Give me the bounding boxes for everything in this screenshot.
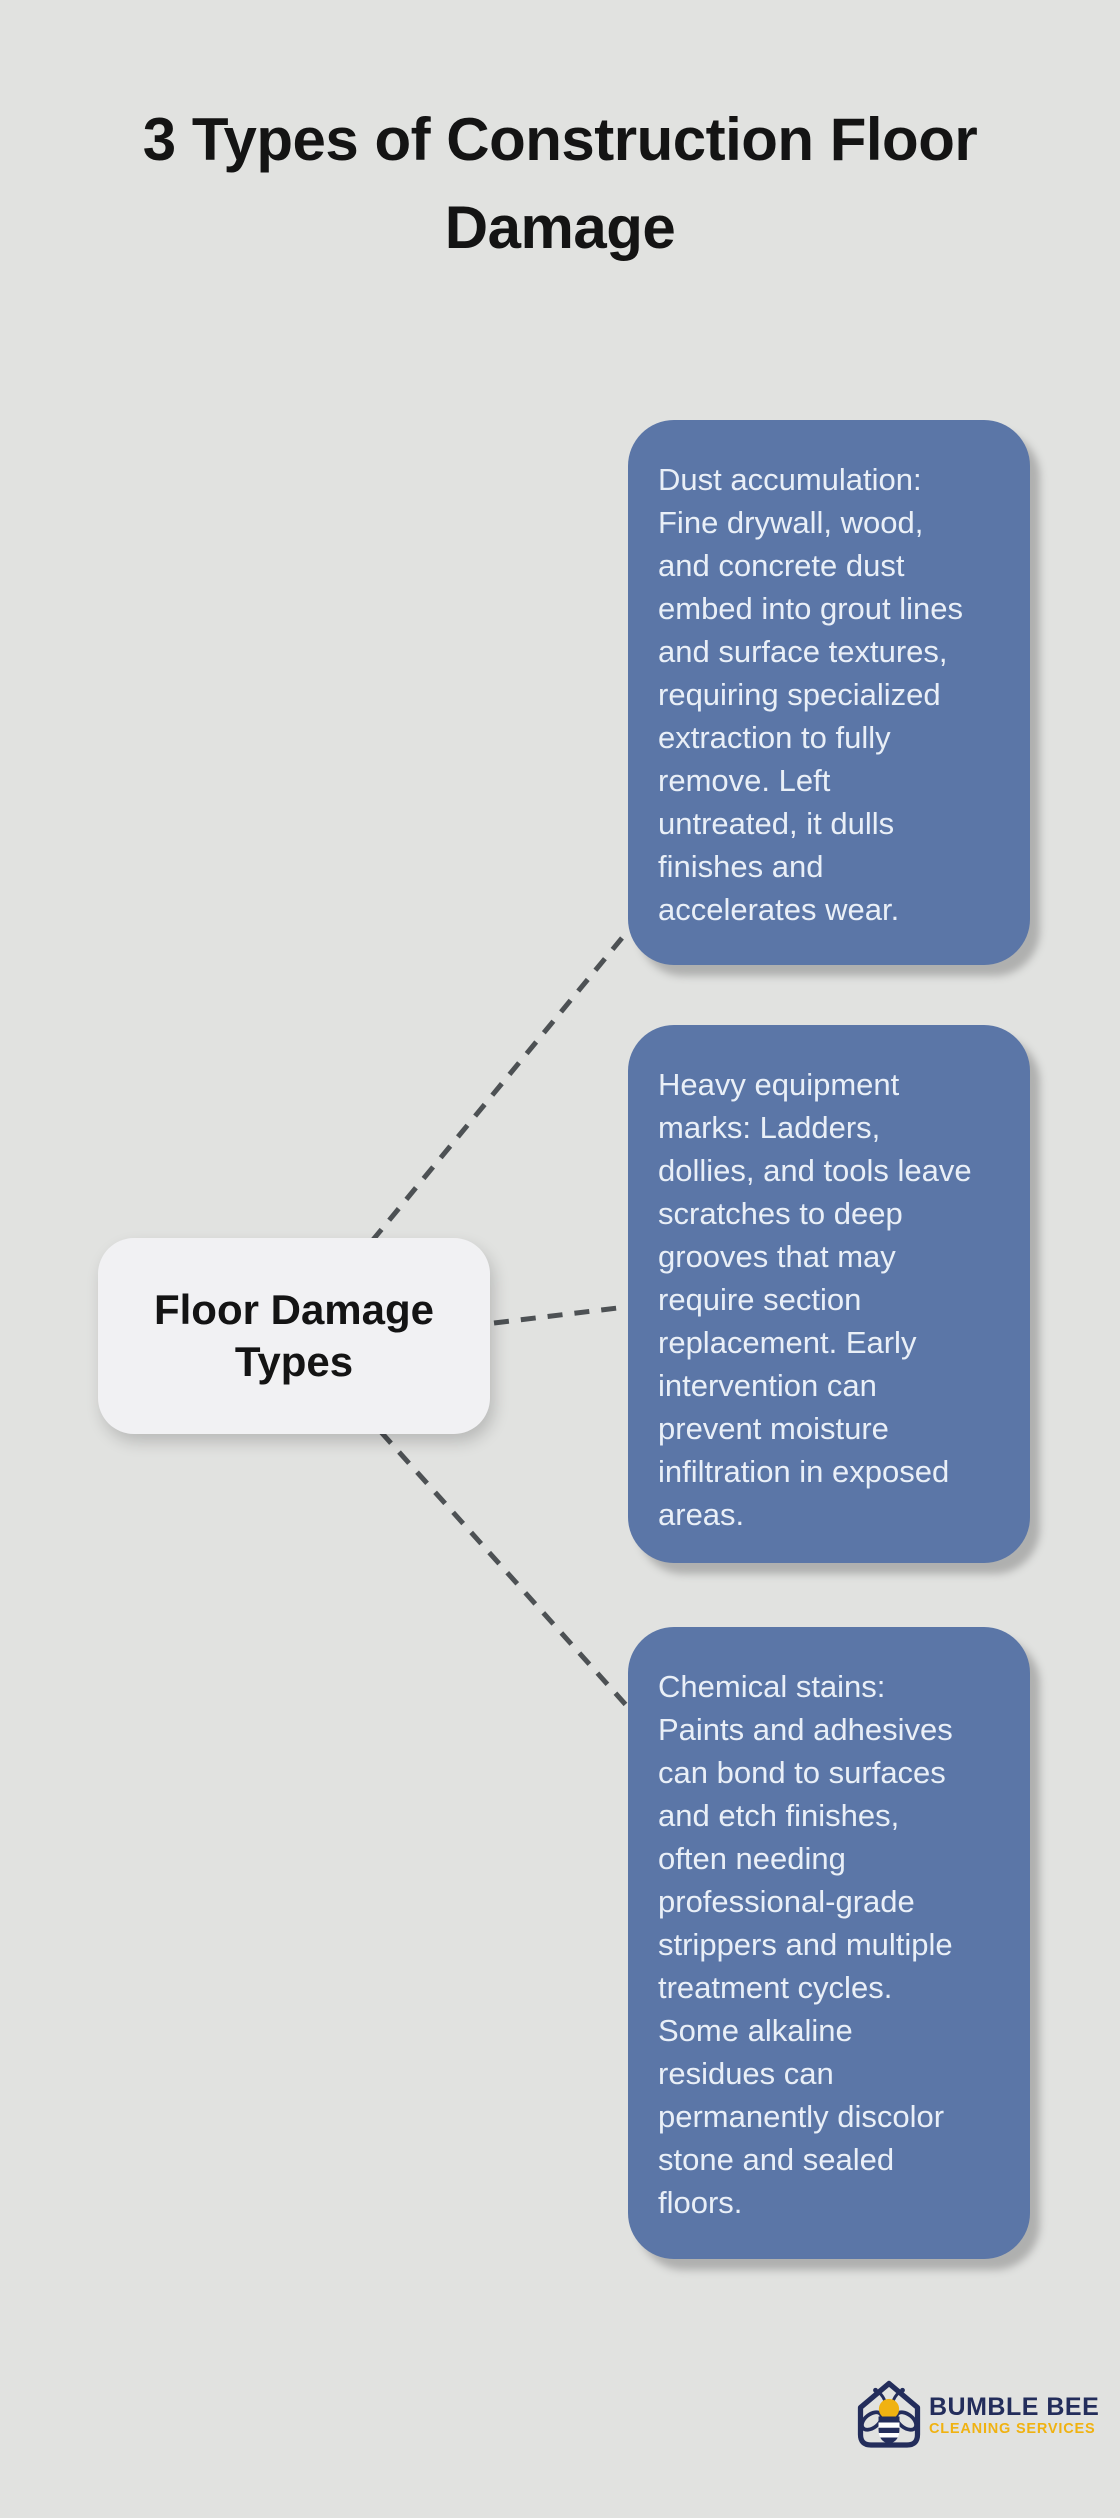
branch-box-heavy-equipment-marks: Heavy equipment marks: Ladders, dollies,… (628, 1025, 1030, 1563)
branch-text: Heavy equipment marks: Ladders, dollies,… (658, 1067, 972, 1532)
branch-text: Dust accumulation: Fine drywall, wood, a… (658, 462, 964, 927)
logo-brand-name: BUMBLE BEE (929, 2392, 1100, 2421)
logo-text-block: BUMBLE BEE CLEANING SERVICES (929, 2392, 1100, 2437)
node-label: Floor Damage Types (153, 1286, 435, 1385)
connector-line-middle (493, 1304, 627, 1326)
connector-line-bottom (379, 1430, 628, 1707)
branch-box-chemical-stains: Chemical stains: Paints and adhesives ca… (628, 1627, 1030, 2259)
logo-tagline: CLEANING SERVICES (929, 2420, 1096, 2437)
page-title: 3 Types of Construction Floor Damage (142, 106, 978, 261)
branch-text: Chemical stains: Paints and adhesives ca… (658, 1669, 953, 2220)
bumble-bee-logo: BUMBLE BEE CLEANING SERVICES (851, 2379, 1099, 2451)
diagram-node-floor-damage-types: Floor Damage Types (98, 1238, 490, 1434)
connector-line-top (370, 936, 624, 1243)
bee-in-house-icon (857, 2380, 921, 2448)
branch-box-dust-accumulation: Dust accumulation: Fine drywall, wood, a… (628, 420, 1030, 965)
